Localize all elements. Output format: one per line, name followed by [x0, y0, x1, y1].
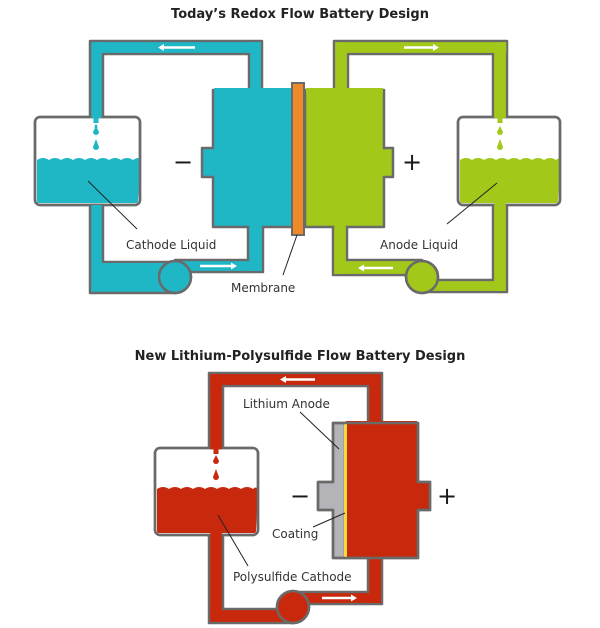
membrane-label: Membrane — [231, 281, 295, 295]
anode-tank-liquid — [460, 158, 560, 203]
anode-liquid-label: Anode Liquid — [380, 238, 458, 252]
callout-lines — [87, 180, 498, 276]
redox-flow-diagram: Today’s Redox Flow Battery Design — [33, 7, 562, 295]
callout-lines — [217, 411, 346, 567]
polysulfide-tank-liquid — [157, 487, 258, 533]
cathode-drop-icon — [94, 118, 98, 129]
anode-drop-icon — [497, 139, 503, 150]
cathode-liquid-label: Cathode Liquid — [126, 238, 216, 252]
anode-flow-arrow-icon — [358, 44, 439, 272]
coating-label: Coating — [272, 527, 318, 541]
negative-terminal: − — [173, 148, 193, 176]
bottom-diagram-title: New Lithium-Polysulfide Flow Battery Des… — [135, 349, 466, 364]
polysulfide-drop-icon — [213, 455, 219, 464]
polysulfide-drop-icon — [213, 469, 219, 480]
cathode-cell — [200, 88, 295, 229]
cathode-drop-icon — [93, 126, 99, 135]
positive-terminal: + — [437, 482, 457, 510]
lithium-anode-label: Lithium Anode — [243, 397, 330, 411]
cathode-tank-liquid — [37, 158, 141, 203]
coating-layer — [344, 424, 347, 557]
lithium-anode — [316, 421, 347, 560]
positive-terminal: + — [402, 148, 422, 176]
top-diagram-title: Today’s Redox Flow Battery Design — [171, 7, 429, 22]
membrane — [291, 82, 305, 236]
anode-drop-icon — [497, 126, 503, 135]
negative-terminal: − — [290, 482, 310, 510]
lithium-polysulfide-diagram: New Lithium-Polysulfide Flow Battery Des… — [135, 349, 466, 625]
cathode-flow-arrow-icon — [158, 44, 237, 270]
anode-cell — [303, 88, 395, 229]
cathode-drop-icon — [93, 139, 99, 150]
polysulfide-flow-arrow-icon — [280, 376, 357, 602]
polysulfide-cathode-label: Polysulfide Cathode — [233, 570, 352, 584]
